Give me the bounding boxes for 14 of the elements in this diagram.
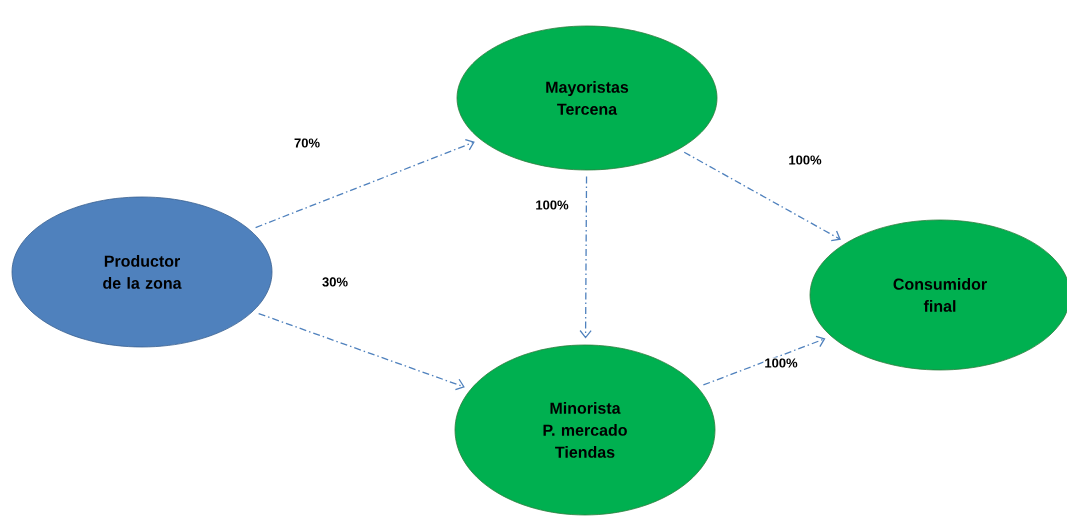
edge-label: 30% bbox=[321, 276, 349, 288]
ellipse-node: Consumidor final bbox=[809, 219, 1067, 371]
edge-label: 100% bbox=[787, 154, 823, 166]
edge-label: 70% bbox=[293, 137, 321, 149]
arrow bbox=[579, 175, 592, 339]
ellipse-node: Mayoristas Tercena bbox=[456, 25, 718, 171]
edge-label: 100% bbox=[534, 199, 570, 211]
arrow bbox=[683, 151, 841, 242]
arrow bbox=[702, 335, 826, 386]
edge-label: 100% bbox=[763, 357, 799, 369]
arrow bbox=[258, 312, 465, 391]
ellipse-node: Productor de la zona bbox=[11, 196, 273, 348]
arrow bbox=[254, 139, 475, 229]
ellipse-node: Minorista P. mercado Tiendas bbox=[454, 344, 716, 516]
